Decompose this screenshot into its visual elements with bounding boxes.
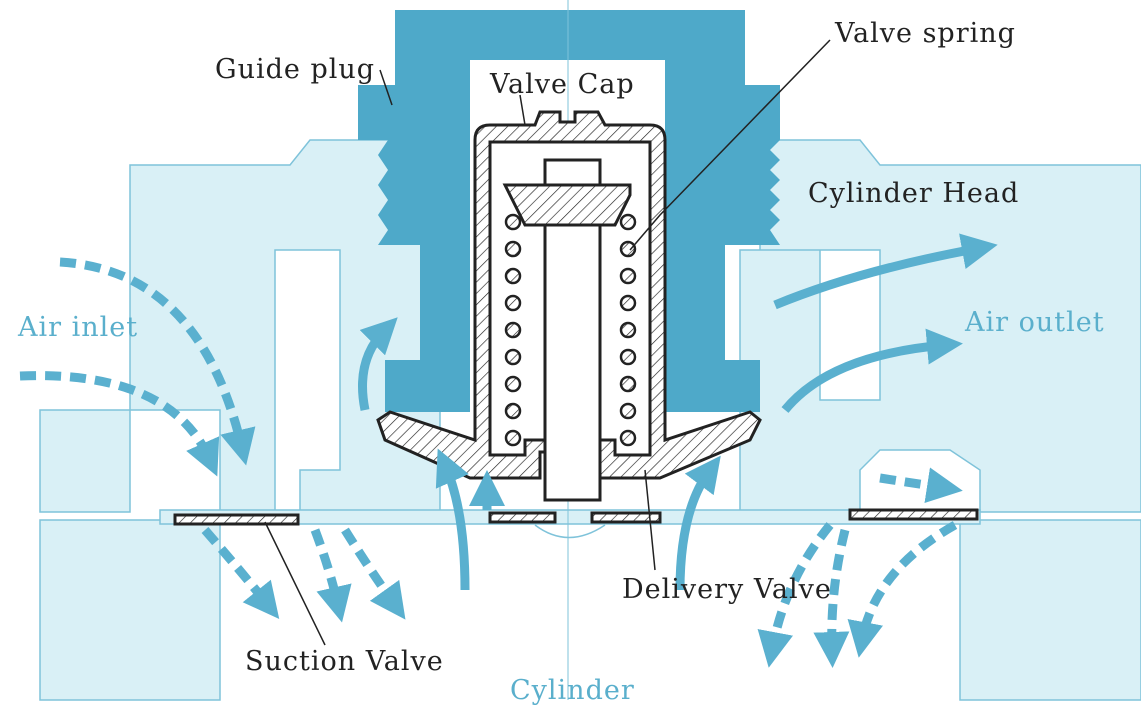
spring-retainer: [502, 183, 632, 227]
cylinder-head-body: [39, 139, 1141, 701]
label-cylinder: Cylinder: [510, 675, 635, 706]
label-cylinder-head: Cylinder Head: [808, 178, 1019, 209]
label-valve-cap: Valve Cap: [489, 69, 635, 100]
label-guide-plug: Guide plug: [215, 54, 375, 85]
label-air-inlet: Air inlet: [17, 312, 138, 343]
delivery-valve-assembly: [376, 110, 762, 539]
leader-lines: [264, 39, 831, 646]
label-air-outlet: Air outlet: [964, 307, 1105, 338]
guide-plug: [358, 10, 780, 412]
suction-valve-right: [848, 508, 979, 521]
suction-valve: [173, 513, 300, 526]
label-delivery-valve: Delivery Valve: [622, 574, 832, 605]
delivery-valve-plate-left: [488, 511, 557, 524]
label-suction-valve: Suction Valve: [245, 646, 444, 677]
valve-spring: [504, 213, 637, 447]
air-flow-arrows: [19, 233, 998, 668]
delivery-valve-plate-right: [590, 511, 662, 524]
label-valve-spring: Valve spring: [834, 18, 1016, 49]
